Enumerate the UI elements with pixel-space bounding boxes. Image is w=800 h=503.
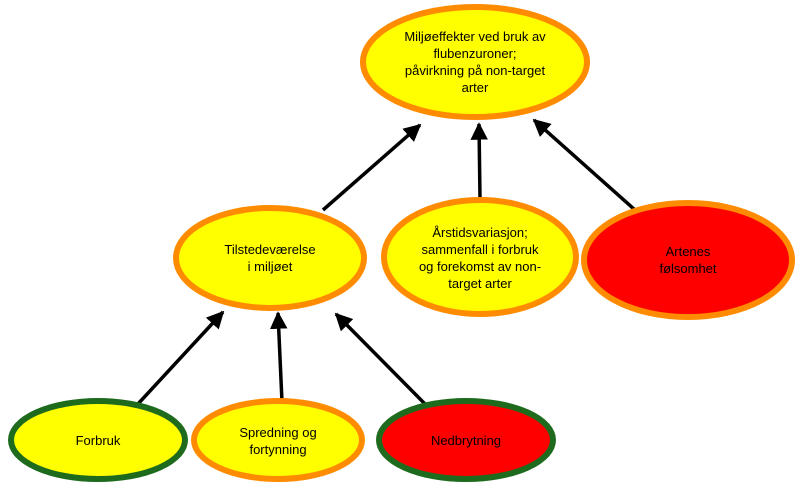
- node-usage-ellipse: [8, 398, 188, 482]
- arrow-seasonal-to-top: [470, 122, 488, 199]
- node-spread-ellipse: [191, 398, 365, 482]
- node-sensitivity-ellipse: [581, 200, 795, 320]
- node-presence-ellipse: [173, 205, 367, 311]
- arrow-spread-to-presence: [269, 311, 288, 403]
- nodes: [8, 4, 795, 482]
- arrow-presence-to-top: [321, 123, 422, 212]
- edges: [135, 118, 637, 407]
- arrow-degradation-to-presence: [334, 312, 428, 407]
- node-seasonal-ellipse: [381, 197, 579, 317]
- arrow-sensitivity-to-top: [532, 118, 637, 212]
- node-degradation-ellipse: [376, 398, 556, 482]
- arrow-usage-to-presence: [135, 310, 225, 407]
- node-top-ellipse: [360, 4, 590, 120]
